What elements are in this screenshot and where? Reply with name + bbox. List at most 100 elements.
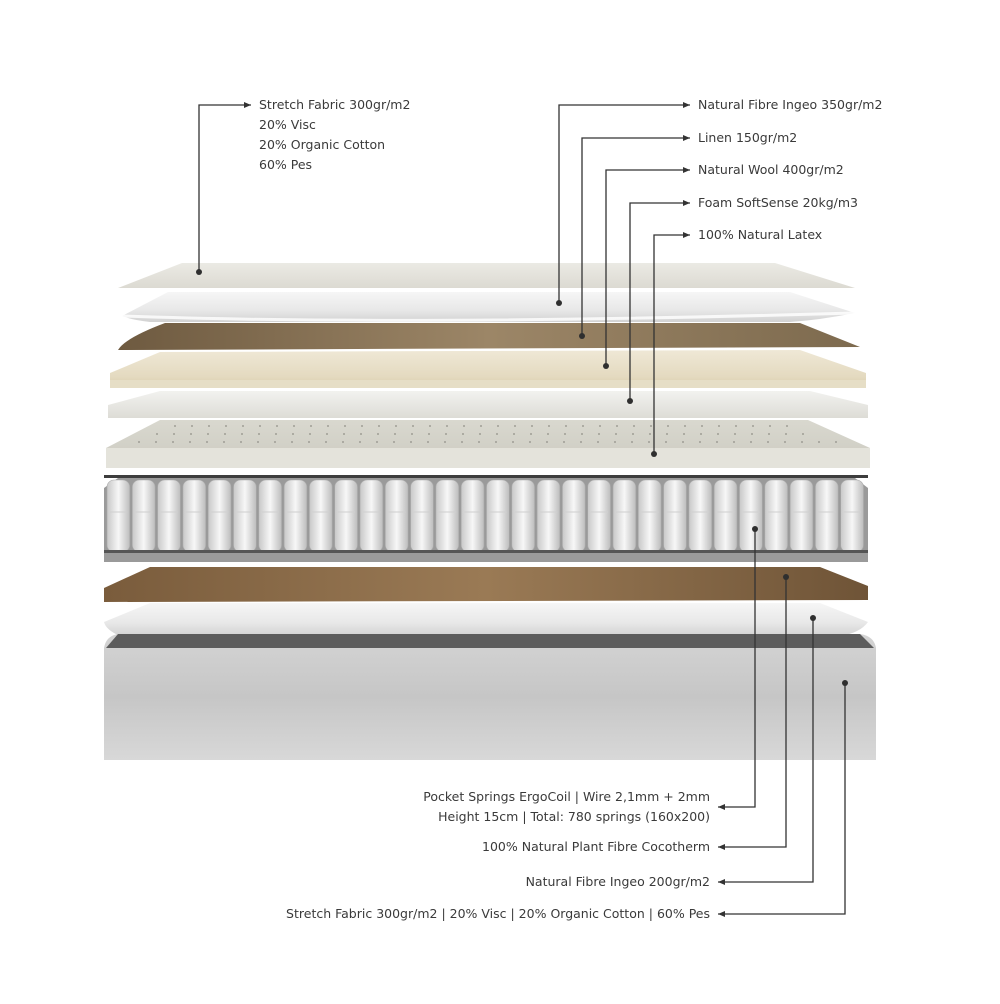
pocket-spring: [713, 479, 738, 553]
callout-springs: Pocket Springs ErgoCoil | Wire 2,1mm + 2…: [423, 787, 710, 827]
latex-perforation: [359, 441, 361, 443]
latex-perforation: [716, 441, 718, 443]
callout-foam: Foam SoftSense 20kg/m3: [698, 195, 859, 210]
callout-ingeo-bottom: Natural Fibre Ingeo 200gr/m2: [525, 874, 710, 889]
latex-perforation: [479, 433, 481, 435]
pocket-spring: [688, 479, 713, 553]
cover-top-line-3: 20% Organic Cotton: [259, 137, 386, 152]
cover-top-line-2: 20% Visc: [259, 117, 316, 132]
latex-perforation: [463, 425, 465, 427]
pocket-spring: [283, 479, 308, 553]
callout-dot-linen: [579, 333, 585, 339]
pocket-spring: [157, 479, 181, 553]
callout-dot-ingeo-bottom: [810, 615, 816, 621]
callout-line-foam: [629, 200, 690, 401]
callout-latex: 100% Natural Latex: [698, 227, 823, 242]
latex-perforation: [801, 441, 803, 443]
latex-perforation: [410, 441, 412, 443]
latex-perforation: [393, 441, 395, 443]
latex-perforation: [208, 425, 210, 427]
pocket-spring: [233, 479, 257, 553]
latex-perforation: [546, 441, 548, 443]
latex-perforation: [649, 433, 651, 435]
springs-line-1: Pocket Springs ErgoCoil | Wire 2,1mm + 2…: [423, 789, 710, 804]
latex-perforation: [478, 441, 480, 443]
callout-dot-wool: [603, 363, 609, 369]
callout-ingeo-top: Natural Fibre Ingeo 350gr/m2: [698, 97, 883, 112]
pocket-spring: [612, 479, 637, 553]
latex-perforation: [412, 425, 414, 427]
latex-perforation: [325, 441, 327, 443]
latex-perforation: [361, 425, 363, 427]
latex-perforation: [598, 433, 600, 435]
latex-perforation: [360, 433, 362, 435]
latex-perforation: [156, 433, 158, 435]
latex-perforation: [684, 425, 686, 427]
latex-perforation: [531, 425, 533, 427]
latex-perforation: [582, 425, 584, 427]
callout-lines: [198, 102, 846, 917]
latex-perforation: [530, 433, 532, 435]
latex-perforation: [258, 433, 260, 435]
layer-cocotherm: [104, 567, 868, 602]
latex-perforation: [496, 433, 498, 435]
latex-perforation: [752, 425, 754, 427]
callout-wool: Natural Wool 400gr/m2: [698, 162, 844, 177]
pocket-spring: [840, 479, 864, 553]
latex-perforation: [242, 425, 244, 427]
pocket-spring: [410, 479, 434, 553]
callout-coco: 100% Natural Plant Fibre Cocotherm: [482, 839, 710, 854]
layer-ingeo-bottom: [104, 603, 868, 636]
latex-perforation: [394, 433, 396, 435]
latex-perforation: [308, 441, 310, 443]
latex-perforation: [665, 441, 667, 443]
latex-perforation: [513, 433, 515, 435]
latex-perforation: [497, 425, 499, 427]
pocket-spring: [764, 479, 788, 553]
latex-perforation: [411, 433, 413, 435]
latex-perforation: [581, 433, 583, 435]
callout-line-coco: [718, 577, 787, 850]
latex-perforation: [240, 441, 242, 443]
layer-wool: [110, 350, 866, 388]
pocket-spring: [258, 479, 282, 553]
pocket-spring: [460, 479, 485, 553]
latex-perforation: [666, 433, 668, 435]
latex-perforation: [173, 433, 175, 435]
latex-perforation: [769, 425, 771, 427]
latex-perforation: [547, 433, 549, 435]
latex-perforation: [616, 425, 618, 427]
latex-perforation: [767, 441, 769, 443]
pocket-spring: [309, 479, 333, 553]
latex-perforation: [223, 441, 225, 443]
latex-perforation: [428, 433, 430, 435]
callout-dot-foam: [627, 398, 633, 404]
latex-perforation: [733, 441, 735, 443]
pocket-spring: [587, 479, 611, 553]
pocket-spring: [511, 479, 535, 553]
latex-perforation: [191, 425, 193, 427]
layer-linen: [118, 323, 860, 350]
latex-perforation: [548, 425, 550, 427]
latex-perforation: [427, 441, 429, 443]
callout-line-ingeo-top: [558, 102, 690, 303]
callout-line-springs: [718, 529, 756, 810]
callout-line-wool: [605, 167, 690, 366]
latex-perforation: [786, 425, 788, 427]
latex-perforation: [276, 425, 278, 427]
pocket-spring: [106, 479, 131, 553]
latex-perforation: [564, 433, 566, 435]
pocket-spring: [815, 479, 839, 553]
latex-perforation: [259, 425, 261, 427]
pocket-spring: [739, 479, 763, 553]
latex-perforation: [207, 433, 209, 435]
springs-line-2: Height 15cm | Total: 780 springs (160x20…: [438, 809, 710, 824]
latex-perforation: [190, 433, 192, 435]
latex-perforation: [292, 433, 294, 435]
callout-line-ingeo-bottom: [718, 618, 814, 885]
callout-cover-bottom: Stretch Fabric 300gr/m2 | 20% Visc | 20%…: [286, 906, 710, 921]
latex-perforation: [461, 441, 463, 443]
latex-perforation: [462, 433, 464, 435]
